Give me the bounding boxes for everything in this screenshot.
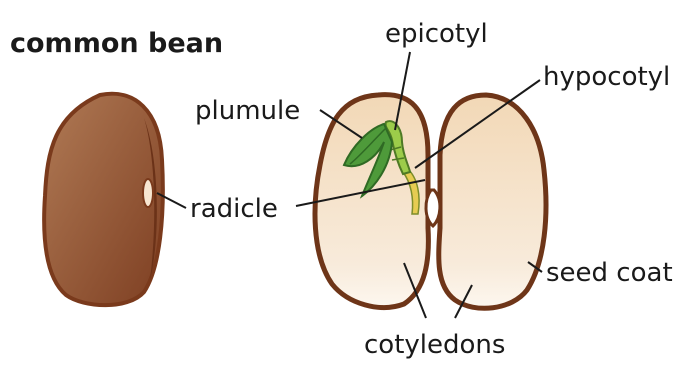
plumule-label: plumule — [195, 96, 300, 126]
right-cotyledon — [439, 95, 546, 308]
diagram-title: common bean — [10, 28, 223, 59]
cotyledons-label: cotyledons — [364, 330, 505, 360]
seed-coat-label: seed coat — [546, 258, 673, 288]
central-cavity — [426, 190, 440, 226]
left-cotyledon — [315, 95, 428, 308]
hypocotyl-label: hypocotyl — [543, 62, 670, 92]
radicle-label: radicle — [190, 194, 278, 224]
whole-bean — [44, 94, 163, 305]
epicotyl-label: epicotyl — [385, 19, 488, 49]
micropyle-spot — [143, 179, 153, 207]
